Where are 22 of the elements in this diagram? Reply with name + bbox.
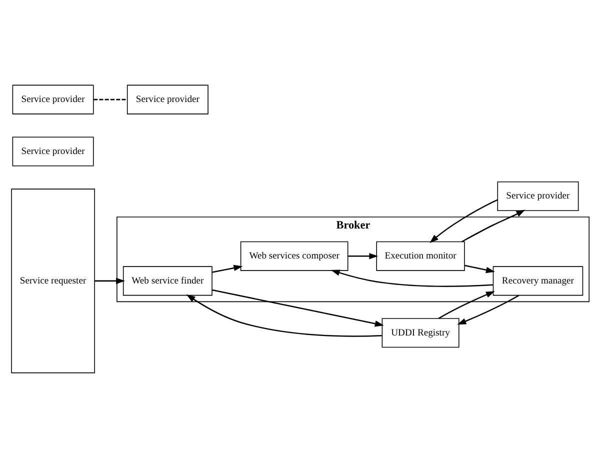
arrow xyxy=(186,294,382,337)
arrow xyxy=(348,253,378,260)
node-box: Service requester xyxy=(11,188,95,374)
node-box: Web service finder xyxy=(122,266,212,296)
arrow xyxy=(330,270,493,287)
node-box: Service provider xyxy=(126,84,208,114)
arrow xyxy=(438,291,495,319)
node-box: Recovery manager xyxy=(492,266,584,296)
arrow xyxy=(212,289,384,327)
arrow xyxy=(430,199,498,244)
node-box: Service provider xyxy=(12,84,94,114)
node-box: Execution monitor xyxy=(376,241,465,271)
arrow xyxy=(212,264,243,273)
arrow xyxy=(464,264,495,274)
arrow xyxy=(94,278,126,284)
arrow xyxy=(462,210,526,242)
node-box: Service provider xyxy=(497,181,579,212)
arrow xyxy=(457,294,520,325)
node-box: UDDI Registry xyxy=(382,318,460,348)
node-box: Web services composer xyxy=(240,241,348,271)
node-box: Service provider xyxy=(12,136,94,166)
connector xyxy=(94,98,127,100)
